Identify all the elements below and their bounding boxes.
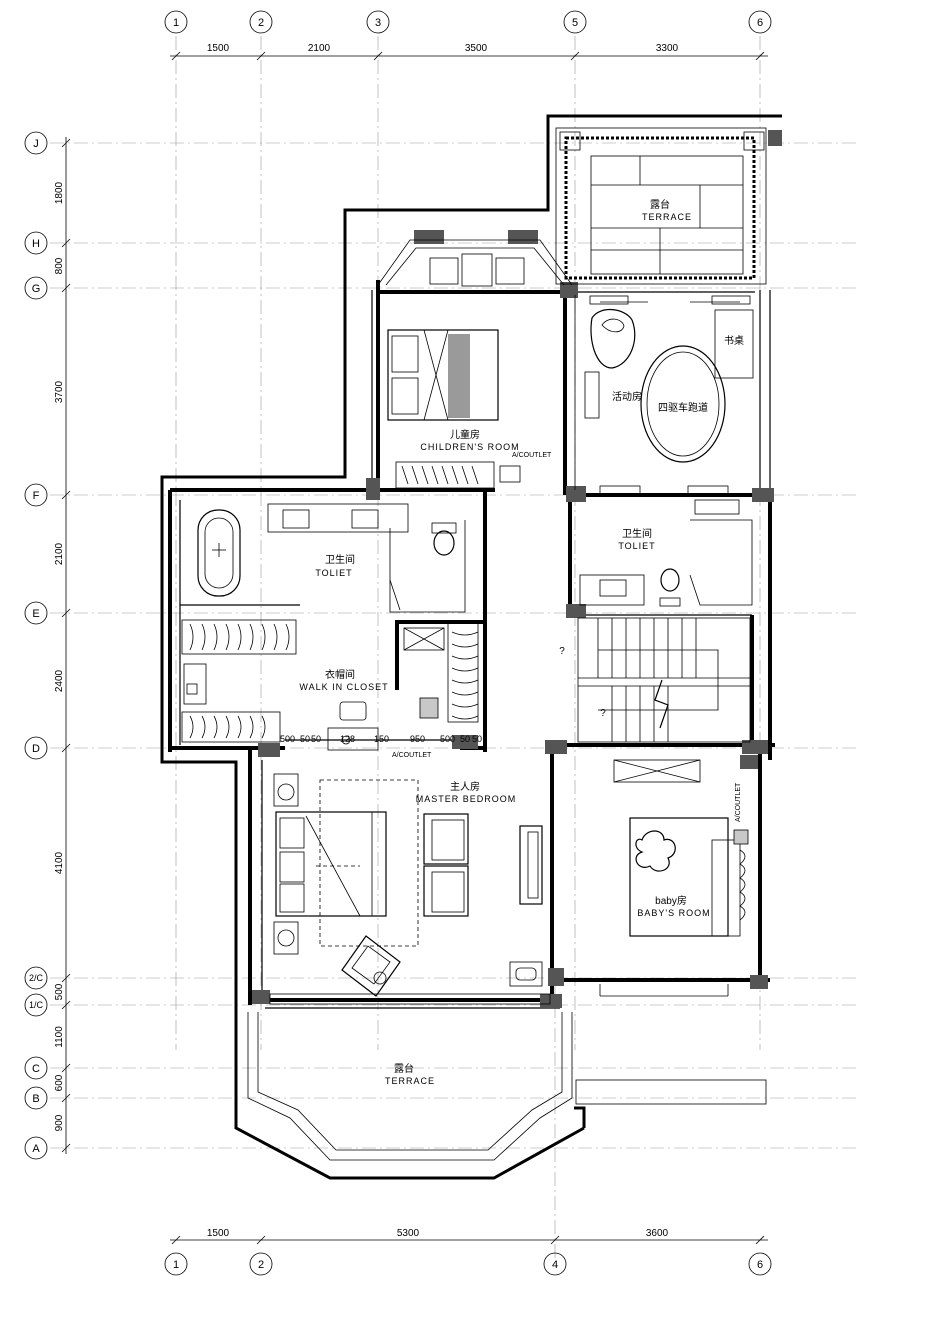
left-dimension-chain: 1800 800 3700 2100 2400 4100 500 1100 60…: [54, 137, 71, 1154]
axis-label: H: [32, 238, 40, 250]
axis-label: 3: [375, 17, 381, 29]
axis-label: G: [32, 283, 41, 295]
room-label-en: TOLIET: [315, 568, 352, 578]
dimension-label: 150: [374, 734, 389, 744]
room-label-en: WALK IN CLOSET: [299, 682, 388, 692]
axis-label: 1: [173, 17, 179, 29]
outlet-label: A/COUTLET: [512, 452, 552, 459]
room-label-en: BABY'S ROOM: [637, 908, 710, 918]
dimension-label: 1800: [54, 181, 65, 204]
dimension-label: 950: [410, 734, 425, 744]
stair-note: ?: [559, 646, 565, 657]
bottom-dimension-chain: 1500 5300 3600: [170, 1228, 768, 1245]
childrens-room: [377, 239, 573, 489]
axis-label: 4: [552, 1259, 558, 1271]
bottom-axis-bubbles: 1 2 4 6: [164, 1252, 772, 1276]
top-dimension-chain: 1500 2100 3500 3300: [170, 43, 768, 61]
axis-label: 6: [757, 17, 763, 29]
dimension-label: 50: [311, 734, 321, 744]
axis-label: 2: [258, 17, 264, 29]
room-label-cn: baby房: [655, 894, 687, 907]
room-label-cn: 衣帽间: [325, 668, 355, 681]
room-label-en: TERRACE: [642, 212, 692, 222]
axis-label: 2: [258, 1259, 264, 1271]
master-bedroom: [269, 773, 551, 1005]
dimension-label: 5300: [397, 1228, 420, 1239]
baby-room: [509, 759, 749, 997]
room-label-cn: 露台: [650, 198, 670, 211]
axis-label: A: [32, 1143, 40, 1155]
dimension-label: 50: [472, 734, 482, 744]
room-label-cn: 四驱车跑道: [658, 401, 708, 414]
dimension-label: 128: [340, 734, 355, 744]
left-axis-bubbles: J H G F E D 2/C 1/C C B A: [24, 131, 48, 1160]
dimension-label: 3700: [54, 380, 65, 403]
room-label-cn: 卫生间: [325, 553, 355, 566]
dimension-label: 1500: [207, 43, 230, 54]
dimension-label: 4100: [54, 851, 65, 874]
room-label-cn: 儿童房: [450, 428, 480, 441]
room-label-en: TERRACE: [385, 1076, 435, 1086]
axis-label: 6: [757, 1259, 763, 1271]
stair-note: ?: [600, 708, 606, 719]
building-outline: [160, 114, 782, 1180]
dimension-label: 1100: [54, 1026, 65, 1048]
walk-in-closet: [181, 619, 479, 751]
room-label-cn: 露台: [394, 1062, 414, 1075]
axis-label: 5: [572, 17, 578, 29]
left-toilet: [197, 503, 466, 613]
activity-room: [574, 295, 754, 495]
closet-dimension-strip: 500 50 50 128 150 950 500 50 50 A/COUTLE…: [280, 734, 482, 759]
dimension-label: 600: [54, 1074, 65, 1091]
dimension-label: 50: [460, 734, 470, 744]
axis-label: C: [32, 1063, 40, 1075]
axis-label: B: [32, 1093, 39, 1105]
room-label-en: MASTER BEDROOM: [416, 794, 517, 804]
right-toilet: [579, 499, 753, 607]
dimension-label: 2100: [54, 542, 65, 565]
room-label-cn: 卫生间: [622, 527, 652, 540]
axis-label: 2/C: [29, 973, 44, 983]
outlet-label: A/COUTLET: [392, 752, 432, 759]
dimension-label: 500: [440, 734, 455, 744]
interior-walls: [168, 280, 775, 1009]
axis-label: E: [32, 608, 39, 620]
room-label-cn: 书桌: [724, 334, 744, 347]
room-label-cn: 主人房: [450, 780, 480, 793]
bottom-terrace: [247, 1012, 767, 1161]
top-terrace: [555, 127, 767, 285]
dimension-label: 1500: [207, 1228, 230, 1239]
dimension-label: 900: [54, 1114, 65, 1131]
top-axis-bubbles: 1 2 3 5 6: [164, 10, 772, 34]
axis-label: 1/C: [29, 1000, 44, 1010]
axis-label: 1: [173, 1259, 179, 1271]
outlet-label: A/COUTLET: [735, 782, 742, 822]
dimension-label: 3300: [656, 43, 679, 54]
room-label-en: CHILDREN'S ROOM: [420, 442, 519, 452]
room-label-en: TOLIET: [618, 541, 655, 551]
axis-label: D: [32, 743, 40, 755]
dimension-label: 800: [54, 257, 65, 274]
dimension-label: 2100: [308, 43, 331, 54]
dimension-label: 50: [300, 734, 310, 744]
axis-label: F: [33, 490, 40, 502]
columns: [252, 130, 782, 1008]
dimension-label: 3500: [465, 43, 488, 54]
dimension-label: 2400: [54, 669, 65, 692]
dimension-label: 3600: [646, 1228, 669, 1239]
room-label-cn: 活动房: [612, 390, 642, 403]
axis-label: J: [33, 138, 39, 150]
dimension-label: 500: [54, 983, 65, 1000]
staircase: [577, 617, 751, 743]
dimension-label: 500: [280, 734, 295, 744]
